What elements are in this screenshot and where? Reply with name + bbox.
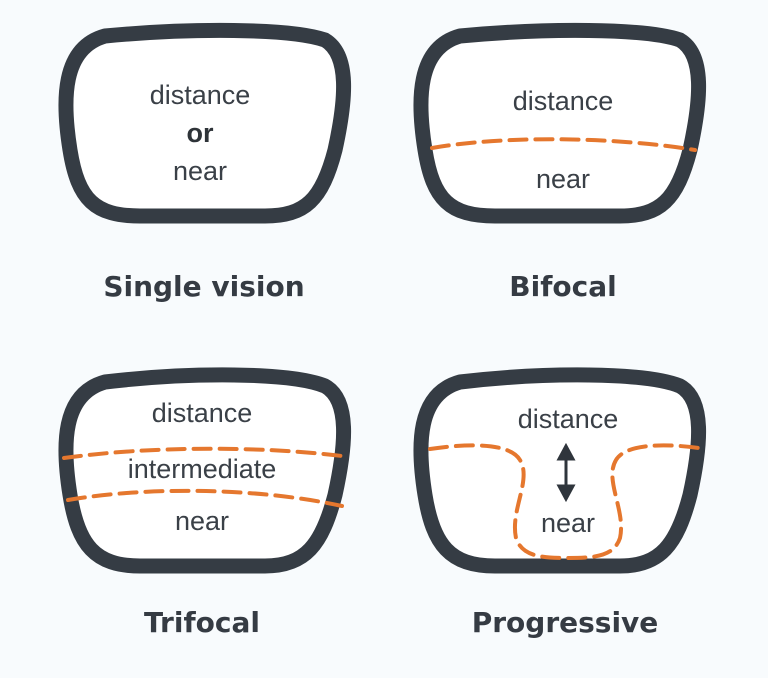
progressive-zone-line bbox=[428, 443, 707, 561]
lens-frame-single-vision bbox=[58, 22, 352, 224]
caption-bifocal: Bifocal bbox=[509, 270, 616, 303]
caption-single-vision: Single vision bbox=[103, 270, 304, 303]
progressive-label-near: near bbox=[541, 508, 595, 538]
single-vision-label-distance: distance bbox=[150, 80, 251, 110]
lens-frame-bifocal bbox=[413, 22, 707, 224]
single-vision-label-or: or bbox=[187, 118, 214, 148]
caption-trifocal: Trifocal bbox=[144, 606, 260, 639]
caption-progressive: Progressive bbox=[472, 606, 659, 639]
single-vision-label-near: near bbox=[173, 156, 227, 186]
progressive-label-distance: distance bbox=[518, 404, 619, 434]
trifocal-label-near: near bbox=[175, 506, 229, 536]
bifocal-label-near: near bbox=[536, 164, 590, 194]
lens-frame-progressive bbox=[413, 367, 707, 574]
double-arrow-vertical-icon bbox=[556, 442, 576, 503]
trifocal-zone-line-lower bbox=[66, 488, 344, 508]
bifocal-label-distance: distance bbox=[513, 86, 614, 116]
panel-bifocal: distance near Bifocal bbox=[413, 22, 707, 303]
trifocal-label-intermediate: intermediate bbox=[128, 454, 277, 484]
panel-trifocal: distance intermediate near Trifocal bbox=[58, 367, 352, 639]
panel-progressive: distance near Progressive bbox=[413, 367, 707, 639]
trifocal-zone-line-upper bbox=[62, 446, 344, 460]
bifocal-zone-line bbox=[430, 137, 697, 152]
lens-frame-trifocal bbox=[58, 367, 352, 574]
panel-single-vision: distance or near Single vision bbox=[58, 22, 352, 303]
trifocal-label-distance: distance bbox=[152, 398, 253, 428]
